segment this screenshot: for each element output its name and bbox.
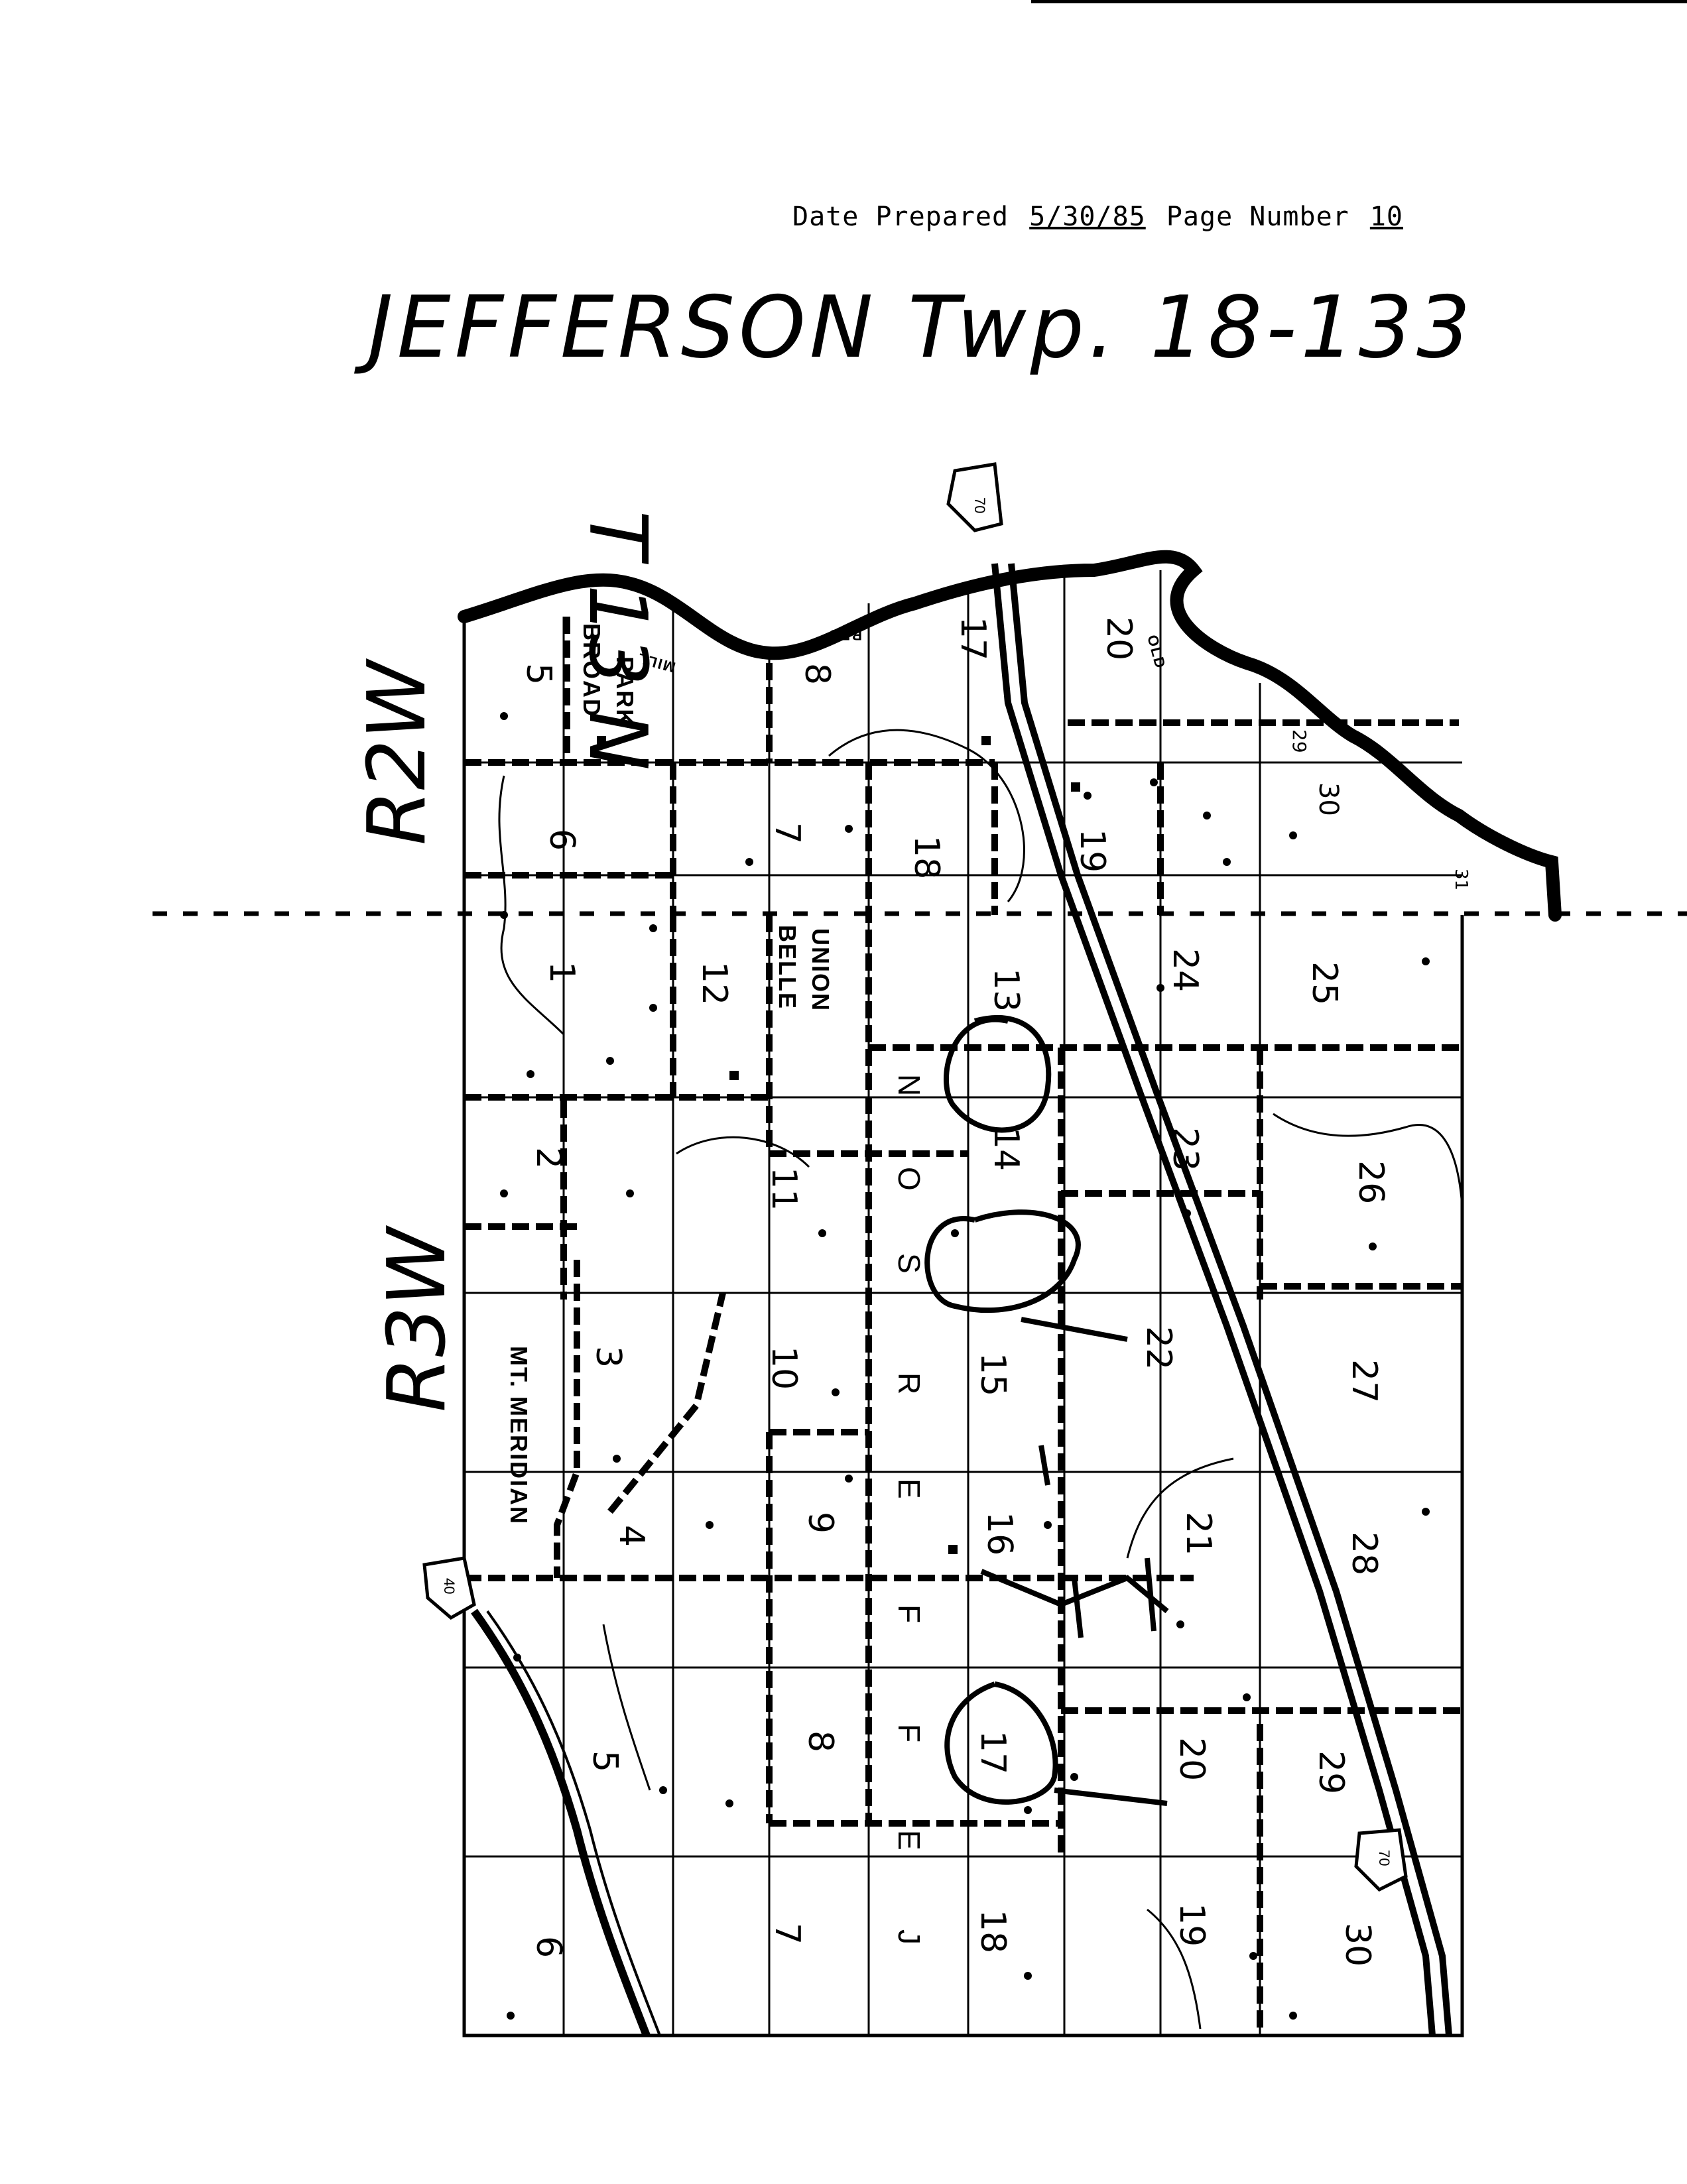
svg-text:J: J bbox=[892, 1929, 926, 1945]
svg-text:12: 12 bbox=[694, 961, 734, 1005]
svg-text:N: N bbox=[892, 1074, 926, 1096]
section-grid bbox=[464, 570, 1462, 2035]
top-rule bbox=[1031, 0, 1687, 3]
svg-text:19: 19 bbox=[1172, 1903, 1212, 1947]
road-label-bed: BED bbox=[828, 627, 862, 643]
svg-text:26: 26 bbox=[1351, 1160, 1391, 1204]
township-label: T 13 N bbox=[571, 511, 663, 771]
svg-text:21: 21 bbox=[1178, 1512, 1218, 1555]
svg-text:24: 24 bbox=[1165, 948, 1205, 992]
svg-text:7: 7 bbox=[767, 1923, 807, 1945]
document-header: Date Prepared 5/30/85 Page Number 10 bbox=[792, 202, 1407, 232]
svg-text:9: 9 bbox=[800, 1512, 840, 1534]
place-belle-union-2: UNION bbox=[807, 928, 834, 1012]
section-number: 17 bbox=[953, 617, 993, 660]
svg-text:1: 1 bbox=[542, 961, 582, 983]
svg-text:16: 16 bbox=[979, 1512, 1019, 1555]
section-number: 19 bbox=[1072, 829, 1112, 873]
svg-text:O: O bbox=[892, 1167, 926, 1191]
svg-text:6: 6 bbox=[529, 1936, 568, 1958]
svg-text:E: E bbox=[892, 1830, 926, 1850]
annotation-marks bbox=[924, 1015, 1169, 1806]
section-number: 6 bbox=[542, 829, 582, 851]
date-value: 5/30/85 bbox=[1029, 202, 1146, 232]
section-number: 20 bbox=[1099, 617, 1139, 660]
section-number: 30 bbox=[1313, 782, 1343, 816]
streams bbox=[498, 729, 1464, 2030]
page-value: 10 bbox=[1369, 202, 1404, 232]
svg-text:30: 30 bbox=[1338, 1923, 1377, 1967]
interstate-70 bbox=[991, 563, 1452, 2036]
township-name-vertical: N O S R E F F E J bbox=[892, 1074, 926, 1945]
section-number: 18 bbox=[906, 835, 946, 879]
svg-text:23: 23 bbox=[1165, 1127, 1205, 1171]
svg-text:3: 3 bbox=[588, 1346, 628, 1368]
place-mt-meridian: MT. MERIDIAN bbox=[505, 1346, 532, 1525]
section-number: 7 bbox=[767, 822, 807, 844]
section-number: 8 bbox=[797, 663, 837, 685]
us-40-inner bbox=[486, 1610, 661, 2036]
svg-text:20: 20 bbox=[1172, 1737, 1212, 1781]
svg-text:4: 4 bbox=[611, 1525, 651, 1547]
svg-text:29: 29 bbox=[1311, 1750, 1351, 1794]
map-border bbox=[462, 617, 1464, 2037]
place-broad-park-2: PARK bbox=[611, 656, 639, 727]
svg-text:8: 8 bbox=[800, 1730, 840, 1752]
range-label-lower: R3W bbox=[371, 1227, 464, 1412]
svg-text:17: 17 bbox=[973, 1730, 1013, 1774]
section-number: 5 bbox=[519, 663, 558, 685]
svg-text:40: 40 bbox=[441, 1578, 458, 1594]
section-number: 31 bbox=[1451, 869, 1471, 890]
svg-text:15: 15 bbox=[973, 1353, 1013, 1396]
svg-text:18: 18 bbox=[973, 1910, 1013, 1953]
section-number: 29 bbox=[1288, 729, 1310, 753]
shield-i70-bottom: 70 bbox=[1354, 1828, 1408, 1892]
page-title: JEFFERSON Twp. 18-133 bbox=[368, 278, 1475, 377]
svg-text:28: 28 bbox=[1344, 1532, 1384, 1575]
svg-text:27: 27 bbox=[1344, 1359, 1384, 1403]
svg-text:11: 11 bbox=[764, 1167, 804, 1211]
svg-text:70: 70 bbox=[1376, 1850, 1393, 1866]
shield-i70-top: 70 bbox=[946, 462, 1003, 532]
svg-text:13: 13 bbox=[986, 968, 1026, 1012]
svg-text:25: 25 bbox=[1304, 961, 1344, 1005]
svg-text:F: F bbox=[892, 1605, 926, 1623]
svg-text:R: R bbox=[892, 1372, 926, 1394]
svg-text:14: 14 bbox=[986, 1127, 1026, 1171]
place-broad-park: BROAD bbox=[578, 623, 605, 717]
roads bbox=[464, 617, 1462, 2035]
svg-text:F: F bbox=[892, 1724, 926, 1742]
date-label: Date Prepared bbox=[792, 202, 1009, 232]
svg-text:2: 2 bbox=[529, 1147, 568, 1169]
svg-text:E: E bbox=[892, 1479, 926, 1499]
section-numbers-lower: 1 12 13 24 25 2 11 14 23 26 3 10 15 22 2… bbox=[529, 948, 1391, 1967]
page-label: Page Number bbox=[1166, 202, 1349, 232]
svg-text:22: 22 bbox=[1139, 1326, 1178, 1370]
svg-text:5: 5 bbox=[585, 1750, 625, 1772]
svg-text:10: 10 bbox=[764, 1346, 804, 1390]
building-dots bbox=[500, 712, 1430, 2020]
section-numbers-upper: 5 6 8 7 17 18 20 19 29 30 31 bbox=[519, 617, 1471, 890]
range-label-upper: R2W bbox=[351, 660, 444, 845]
svg-text:S: S bbox=[892, 1253, 926, 1274]
road-label-old: OLD bbox=[1144, 633, 1169, 671]
svg-text:70: 70 bbox=[971, 497, 988, 513]
place-belle-union: BELLE bbox=[774, 925, 801, 1010]
us-40 bbox=[471, 1608, 651, 2037]
shield-us40: 40 bbox=[422, 1556, 476, 1620]
